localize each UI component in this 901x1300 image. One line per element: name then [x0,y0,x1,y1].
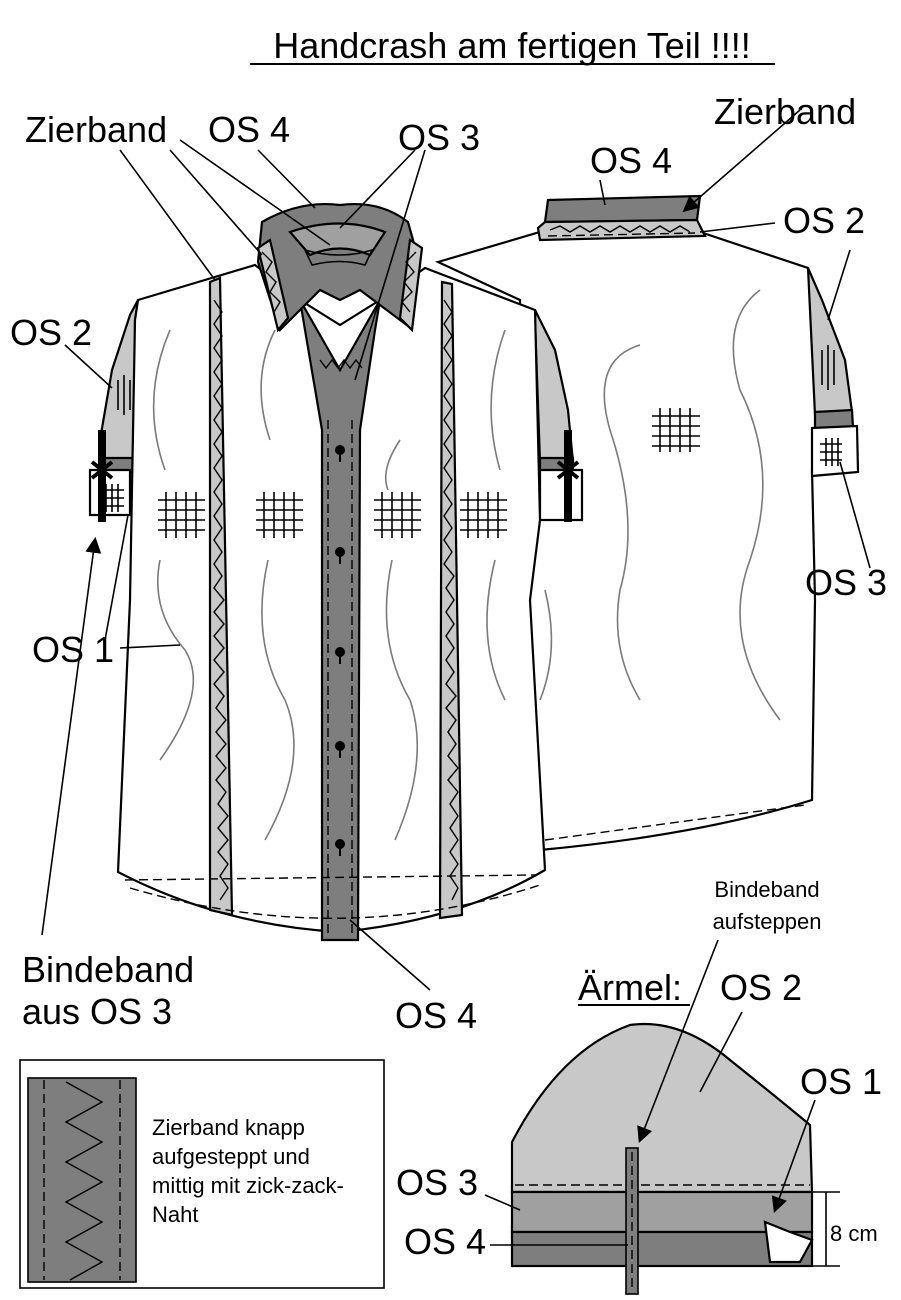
label-os3-collar-front: OS 3 [398,117,480,158]
front-hatch-grids [158,492,507,538]
label-zierband-front: Zierband [25,109,167,150]
sleeve-label-os3: OS 3 [396,1162,478,1203]
front-buttons [335,445,345,856]
back-cuff-os1 [810,424,860,478]
label-os4-back: OS 4 [590,140,672,181]
callout-labels: Zierband OS 4 OS 3 OS 2 OS 1 Bindeband a… [10,91,887,1036]
label-os2-sleeve-front: OS 2 [10,312,92,353]
label-zierband-back: Zierband [714,91,856,132]
sleeve-measure-8cm: 8 cm [830,1221,878,1246]
legend-text-line3: mittig mit zick-zack- [152,1173,344,1198]
front-placket-os4 [298,299,382,942]
sleeve-note-line2: aufsteppen [713,909,822,934]
sleeve-heading: Ärmel: [578,967,682,1008]
sleeve-label-os2: OS 2 [720,967,802,1008]
legend-text-line2: aufgesteppt und [152,1144,310,1169]
sleeve-label-os4: OS 4 [404,1221,486,1262]
stitch-legend: Zierband knapp aufgesteppt und mittig mi… [19,1059,385,1289]
shirt-front-view [88,202,584,942]
leader-lines [41,109,871,991]
label-os1-front: OS 1 [32,629,114,670]
label-os2-back: OS 2 [783,200,865,241]
legend-text-line4: Naht [152,1202,198,1227]
label-os3-back: OS 3 [805,562,887,603]
label-bindeband-line2: aus OS 3 [22,991,172,1032]
label-os4-collar-front: OS 4 [208,109,290,150]
back-hatch-grid [652,408,700,452]
sleeve-bindeband-strip [625,1147,639,1295]
back-sleeve-os2 [806,267,854,417]
legend-text-line1: Zierband knapp [152,1115,305,1140]
sleeve-detail: Bindeband aufsteppen Ärmel: OS 2 8 cm OS… [396,877,882,1295]
back-cuff-grid [820,438,842,466]
sleeve-corner-os1 [763,1220,814,1264]
front-collar-os3 [288,222,387,257]
sleeve-label-os1: OS 1 [800,1061,882,1102]
back-collar-zierband [536,218,707,242]
sleeve-cap-os2 [510,1022,814,1194]
back-collar-os4 [543,194,702,224]
legend-swatch-zierband [27,1077,137,1283]
sleeve-band-os4 [510,1230,814,1268]
label-os4-placket: OS 4 [395,995,477,1036]
page-title: Handcrash am fertigen Teil !!!! [273,25,751,66]
sleeve-note-line1: Bindeband [714,877,819,902]
label-bindeband-line1: Bindeband [22,949,194,990]
